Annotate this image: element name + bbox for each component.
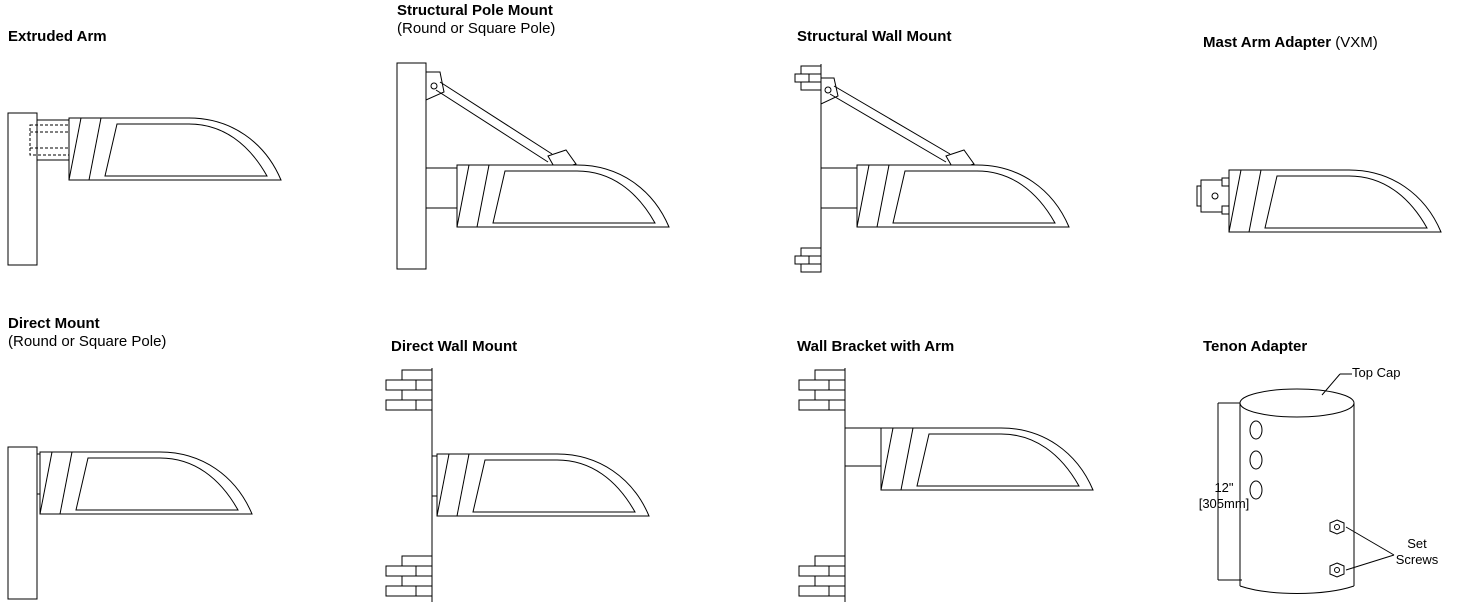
mast-arm-adapter-title-main: Mast Arm Adapter [1203, 34, 1332, 51]
mast-arm-adapter-title-suffix: (VXM) [1331, 34, 1378, 51]
direct-mount-title: Direct Mount [8, 315, 100, 332]
height-label-mm: [305mm] [1194, 496, 1254, 512]
direct-wall-mount-title: Direct Wall Mount [391, 338, 518, 355]
extruded-arm-drawing [8, 113, 282, 265]
set-screws-label-1: Set [1407, 536, 1427, 551]
tenon-adapter-drawing [1218, 374, 1394, 594]
structural-pole-mount-subtitle: (Round or Square Pole) [397, 20, 556, 37]
height-label-in: 12" [1194, 480, 1254, 496]
direct-mount-subtitle: (Round or Square Pole) [8, 333, 167, 350]
structural-pole-mount-title: Structural Pole Mount [397, 2, 553, 19]
structural-wall-mount-drawing [794, 64, 1070, 273]
direct-wall-mount-drawing [385, 368, 650, 602]
tenon-adapter-title: Tenon Adapter [1203, 338, 1308, 355]
wall-bracket-with-arm-title: Wall Bracket with Arm [797, 338, 955, 355]
wall-bracket-with-arm-drawing [798, 368, 1094, 602]
structural-wall-mount-title: Structural Wall Mount [797, 28, 952, 45]
top-cap-label: Top Cap [1352, 365, 1401, 380]
mast-arm-adapter-drawing [1197, 169, 1442, 233]
mast-arm-adapter-title: Mast Arm Adapter (VXM) [1203, 34, 1378, 52]
extruded-arm-title: Extruded Arm [8, 28, 107, 45]
structural-pole-mount-drawing [397, 63, 670, 269]
direct-mount-drawing [8, 447, 253, 599]
set-screws-label-2: Screws [1395, 552, 1439, 567]
